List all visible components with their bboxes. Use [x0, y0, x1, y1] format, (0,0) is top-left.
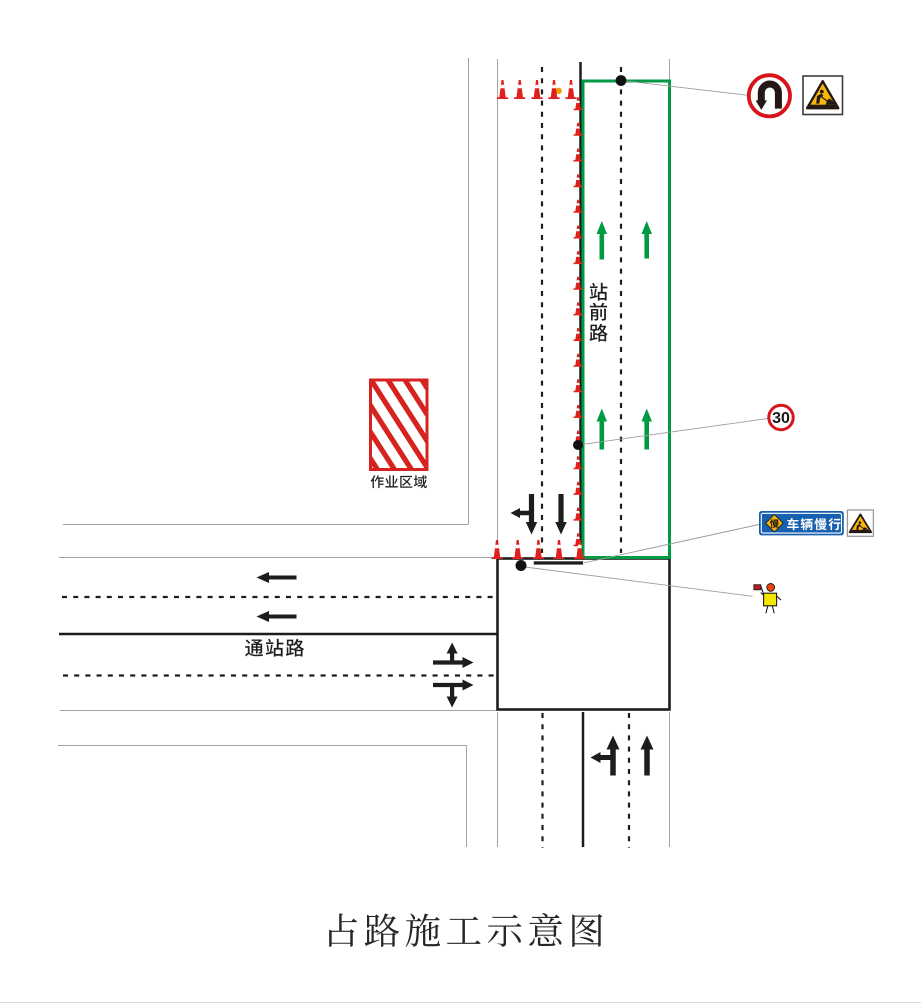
slow-down-sign	[759, 511, 844, 536]
slow-diamond-character: 慢	[769, 515, 780, 530]
green-direction-arrow-1	[596, 221, 608, 260]
traffic-cone-icon	[514, 80, 526, 99]
green-direction-arrow-2	[641, 221, 652, 259]
northbound-left-branch	[590, 752, 613, 763]
speed-limit-sign	[767, 403, 795, 432]
hatch-stripe	[372, 429, 397, 468]
slow-sign-panel	[759, 511, 844, 536]
flag-icon	[753, 584, 762, 591]
southbound-straight-arrow	[555, 494, 567, 535]
southbound-combo-down	[525, 494, 538, 535]
worker-shovel	[819, 95, 829, 103]
speed-limit-ring	[767, 403, 795, 432]
green-direction-arrow-4	[641, 408, 652, 450]
speed-limit-value: 30	[772, 409, 790, 427]
page-title: 占路施工示意图	[322, 902, 610, 955]
traffic-cone-icon	[496, 80, 509, 99]
worker-shovel-small	[858, 524, 865, 530]
leader-line-1	[624, 80, 748, 96]
traffic-cone-icon	[512, 540, 524, 559]
southbound-left-branch	[510, 508, 532, 518]
westbound-arrow-1	[256, 572, 297, 583]
worker-ground	[809, 104, 836, 107]
northbound-straight-arrow	[640, 735, 654, 776]
north-road-label: 站前路	[588, 277, 609, 346]
work-zone-hatch	[372, 381, 426, 468]
flagger-vest	[763, 592, 778, 607]
worker-mound	[825, 98, 837, 105]
flagger-left-leg	[765, 605, 769, 614]
west-road-label: 通站路	[244, 632, 306, 661]
worker-ground-small	[851, 529, 869, 532]
leader-line-2	[580, 418, 768, 446]
roadwork-sign-icon	[802, 75, 844, 116]
worker-mound-small	[862, 527, 869, 530]
hatch-stripe	[372, 403, 414, 468]
traffic-cone-icon	[553, 540, 565, 559]
flagger-right-leg	[771, 605, 775, 614]
slow-sign-inner-border	[760, 512, 843, 534]
worker-head	[819, 89, 824, 94]
northbound-combo-up	[606, 735, 620, 776]
u-turn-arrowhead	[755, 100, 767, 110]
green-direction-arrow-3	[596, 408, 608, 450]
slow-sign-text: 车辆慢行	[786, 513, 843, 533]
marker-dot-north	[615, 75, 627, 86]
leader-line-3	[583, 524, 760, 564]
hatch-stripe	[372, 381, 426, 468]
u-turn-arrow	[757, 80, 782, 109]
flagger-icon	[753, 583, 782, 614]
work-zone-box	[369, 378, 429, 471]
traffic-cone-icon	[491, 540, 503, 559]
roadwork-sign-small-icon	[846, 509, 875, 537]
hatch-stripe	[385, 381, 426, 444]
slow-diamond-icon	[765, 513, 784, 533]
eastbound-combo-down	[446, 683, 458, 708]
traffic-cone-icon	[565, 80, 577, 99]
westbound-arrow-2	[256, 611, 297, 622]
u-turn-sign-icon	[746, 73, 792, 119]
flagger-head	[766, 583, 776, 592]
eastbound-combo-right-1	[433, 657, 474, 668]
eastbound-combo-up	[446, 642, 458, 665]
stop-bar	[533, 561, 584, 565]
worker-head-small	[858, 521, 862, 524]
traffic-cones	[491, 80, 586, 559]
intersection-box	[496, 557, 671, 711]
marker-dot-south	[515, 560, 527, 571]
leader-line-4	[524, 566, 753, 597]
marker-dot-mid	[573, 440, 583, 450]
work-zone-label: 作业区域	[370, 471, 428, 492]
hatch-stripe	[402, 381, 426, 417]
warning-lamp-icon	[555, 87, 562, 95]
worker-body	[816, 93, 824, 104]
